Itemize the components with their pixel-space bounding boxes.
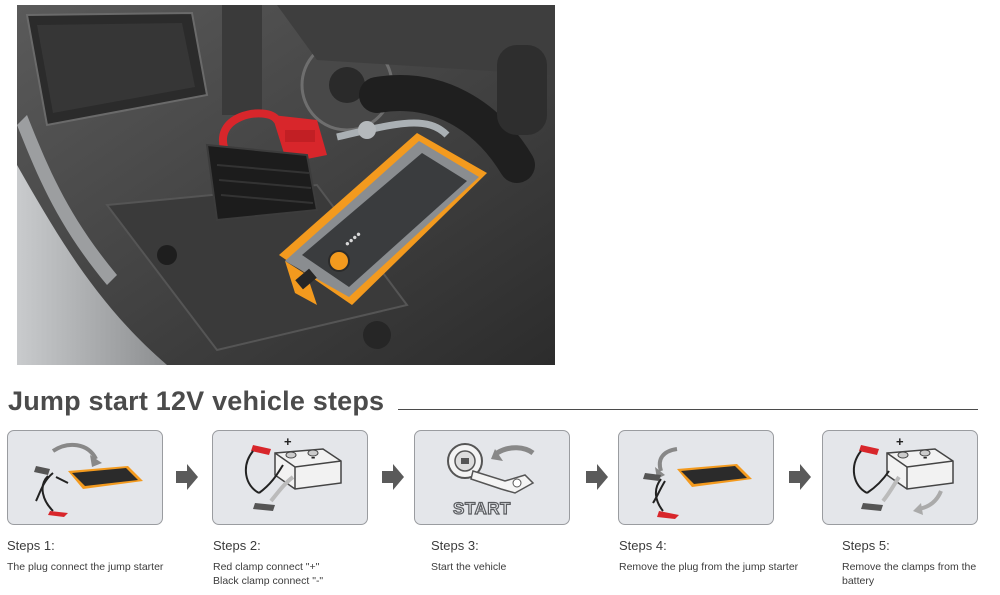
step-1-illustration: [7, 430, 163, 525]
step-5-illustration: + -: [822, 430, 978, 525]
next-arrow-icon: [382, 464, 404, 490]
curved-arrow-icon: [495, 445, 535, 456]
clamp-red-icon: [251, 445, 271, 455]
step-4-description: Remove the plug from the jump starter: [619, 560, 798, 574]
step-2-description: Red clamp connect "+" Black clamp connec…: [213, 560, 323, 588]
step-1-title: Steps 1:: [7, 538, 55, 553]
minus-terminal-label: -: [923, 449, 927, 464]
step-2-title: Steps 2:: [213, 538, 261, 553]
step-5-description: Remove the clamps from the battery: [842, 560, 976, 588]
next-arrow-icon: [586, 464, 608, 490]
clamp-red-icon: [859, 445, 879, 455]
step-2-illustration: + -: [212, 430, 368, 525]
clamp-red-icon: [48, 511, 68, 517]
start-label: START: [452, 498, 511, 518]
step-5-title: Steps 5:: [842, 538, 890, 553]
step-5-line-1: Remove the clamps from the: [842, 561, 977, 573]
clamp-icon: [643, 473, 661, 481]
step-3-illustration: START: [414, 430, 570, 525]
plus-terminal-label: +: [284, 434, 292, 449]
curved-arrow-icon: [657, 447, 678, 472]
page-heading: Jump start 12V vehicle steps: [8, 386, 385, 416]
step-3-title: Steps 3:: [431, 538, 479, 553]
step-2-line-2: Black clamp connect "-": [213, 575, 324, 587]
clamp-icon: [34, 466, 50, 475]
engine-bay-illustration: ●●●●: [17, 5, 555, 365]
curved-arrow-icon: [881, 475, 901, 503]
plus-terminal-label: +: [896, 434, 904, 449]
curved-arrow-icon: [51, 442, 98, 461]
clamp-black-icon: [253, 503, 275, 511]
step-3-description: Start the vehicle: [431, 560, 506, 574]
jump-starter-device: ●●●●: [279, 133, 487, 305]
step-4-illustration: [618, 430, 774, 525]
step-4-title: Steps 4:: [619, 538, 667, 553]
minus-terminal-label: -: [311, 449, 315, 464]
hero-photo: ●●●●: [17, 5, 555, 365]
step-4-line-1: Remove the plug from the jump starter: [619, 561, 799, 573]
next-arrow-icon: [176, 464, 198, 490]
step-2-line-1: Red clamp connect "+": [213, 561, 320, 573]
step-1-description: The plug connect the jump starter: [7, 560, 163, 574]
clamp-black-icon: [861, 503, 883, 511]
next-arrow-icon: [789, 464, 811, 490]
step-5-line-2: battery: [842, 575, 875, 587]
step-1-line-1: The plug connect the jump starter: [7, 561, 164, 573]
clamp-red-icon: [657, 511, 679, 519]
key-icon: [470, 470, 535, 494]
curved-arrow-icon: [269, 475, 295, 503]
curved-arrow-icon: [918, 490, 943, 511]
step-3-line-1: Start the vehicle: [431, 561, 507, 573]
heading-divider: [398, 409, 978, 410]
